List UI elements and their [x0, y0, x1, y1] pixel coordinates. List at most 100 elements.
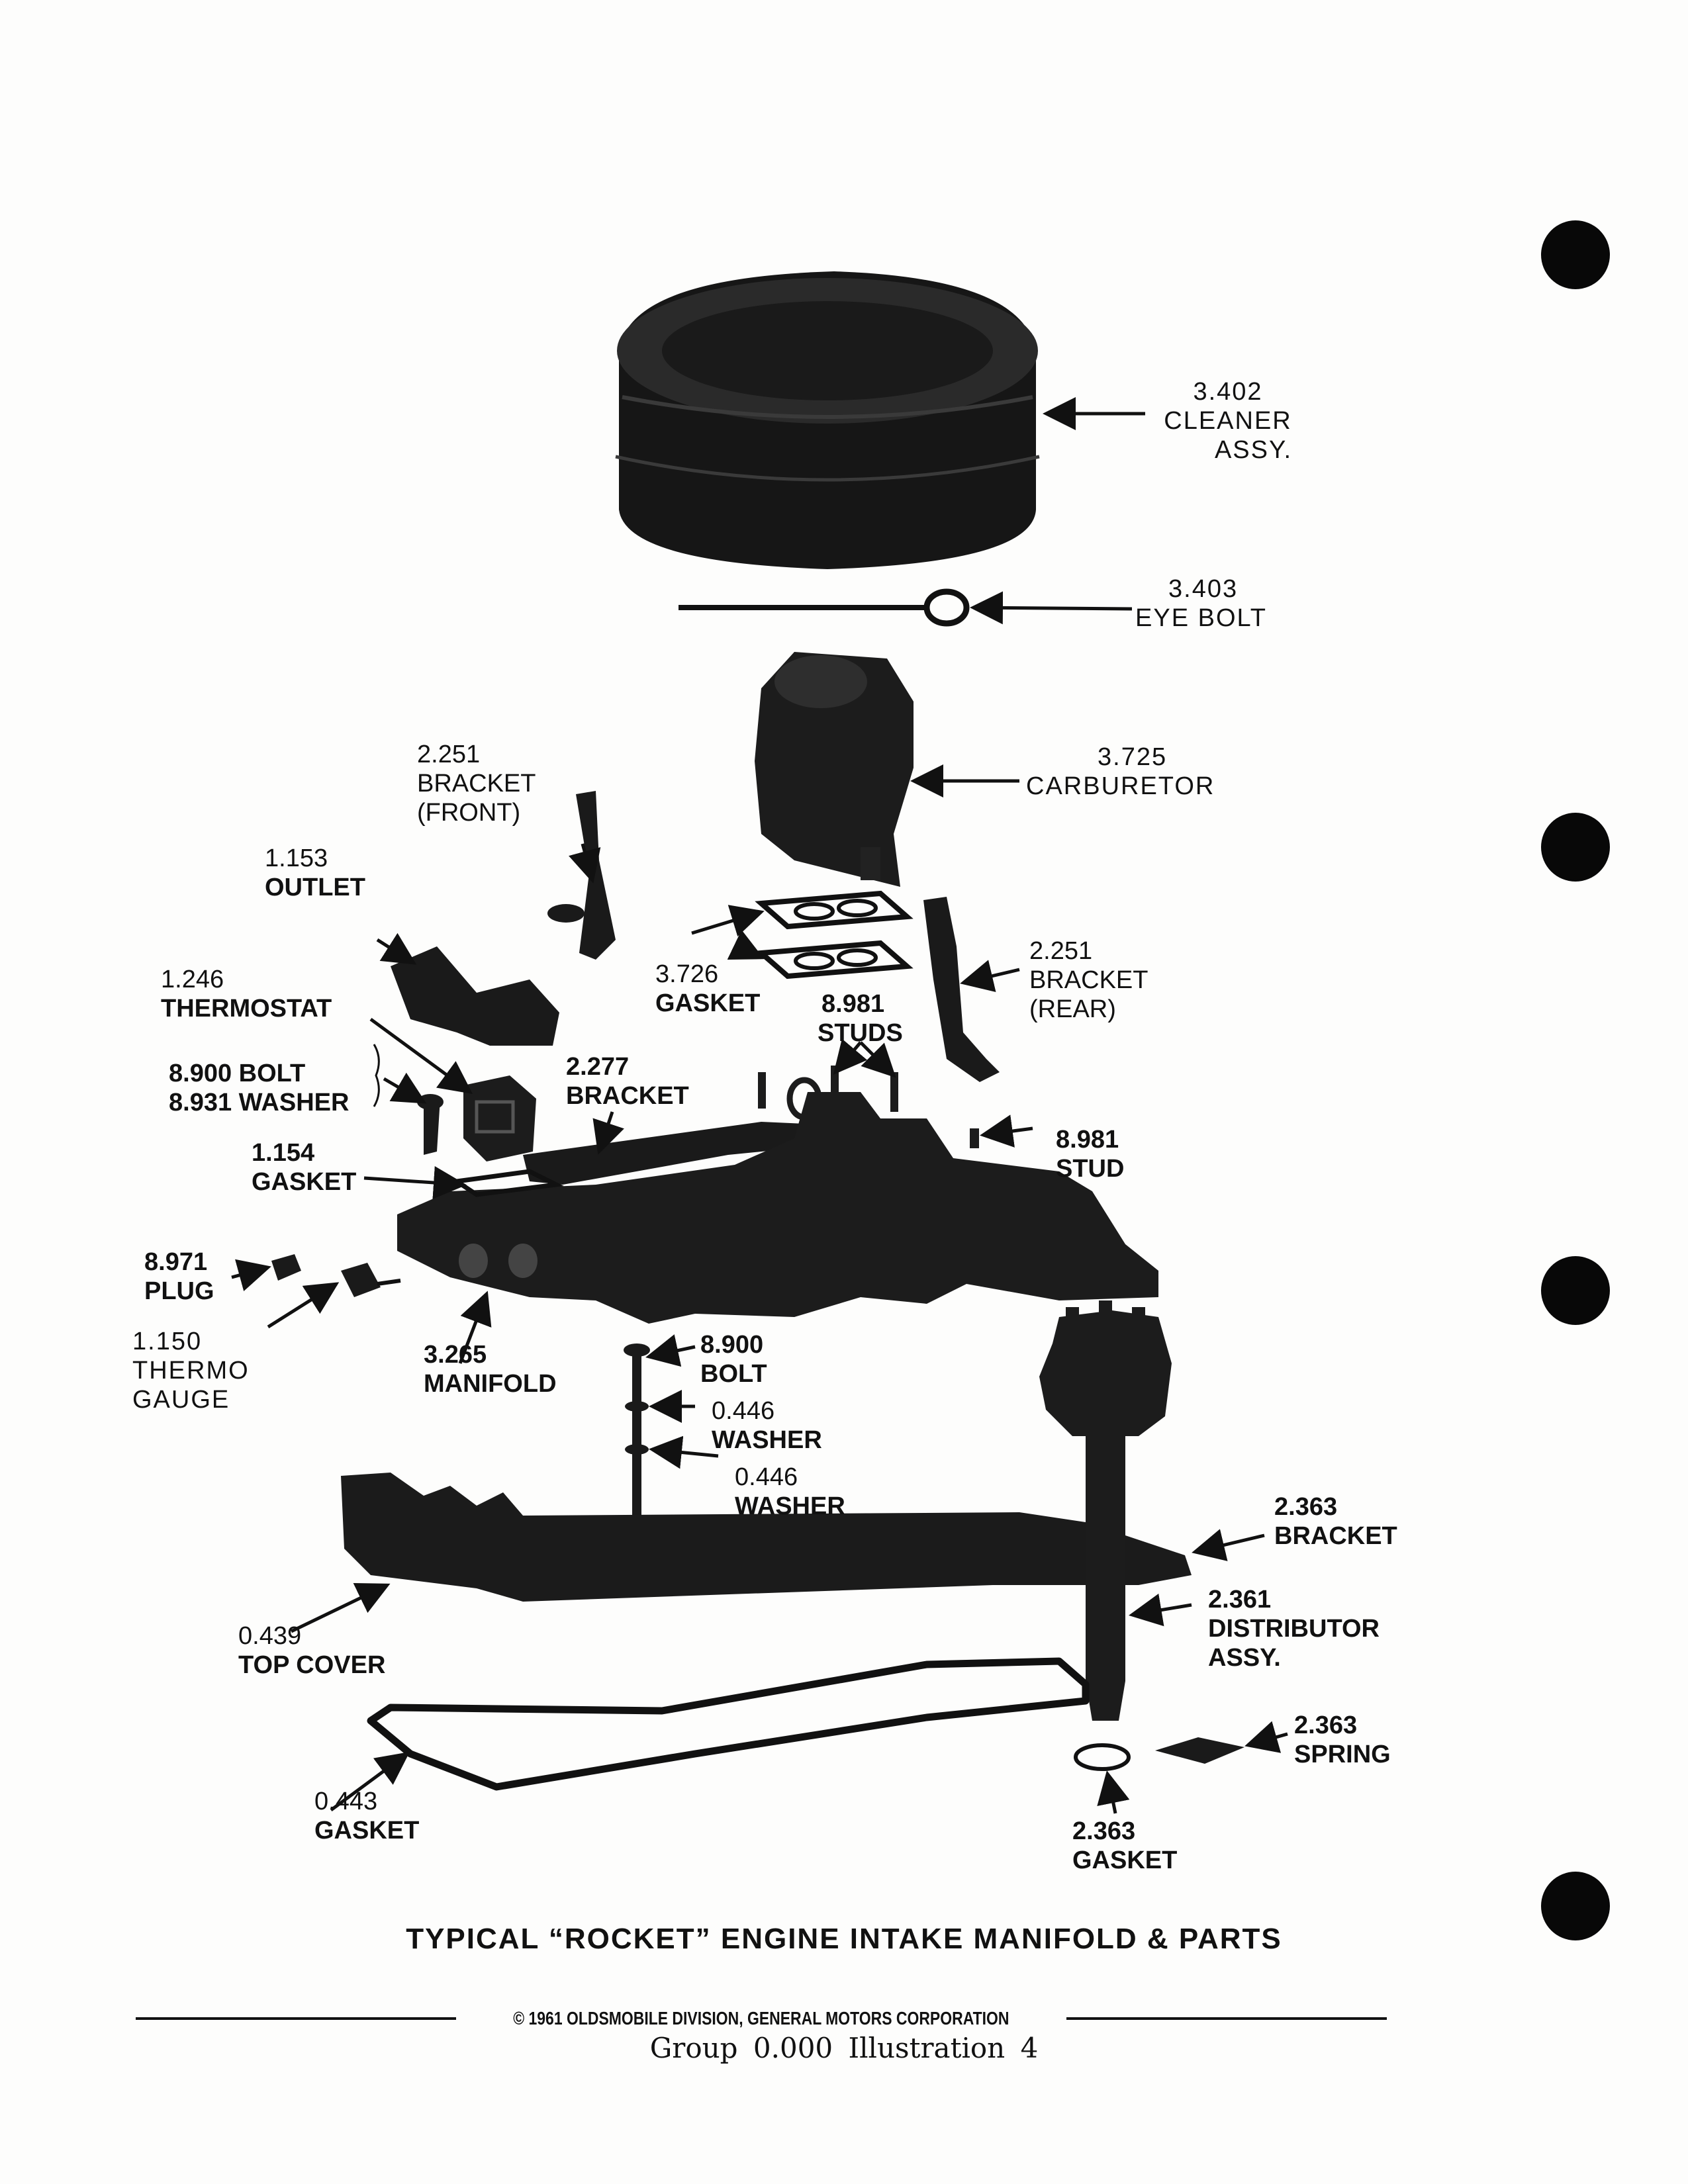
- part-number: 8.981: [821, 990, 885, 1018]
- group-value: 0.000: [753, 2032, 833, 2064]
- part-number: 2.363: [1274, 1493, 1338, 1521]
- spring-part: [1155, 1737, 1244, 1764]
- part-number: 2.251: [1029, 937, 1093, 965]
- part-name: ASSY.: [1208, 1644, 1281, 1672]
- illustration-value: 4: [1020, 2032, 1039, 2064]
- intake-manifold-part: [397, 1066, 1158, 1324]
- air-cleaner-part: [615, 271, 1040, 569]
- label-bolt-washer: 8.900 BOLT 8.931 WASHER: [169, 1059, 349, 1117]
- group-illustration-reference: Group 0.000 Illustration 4: [0, 2032, 1688, 2064]
- label-stud: 8.981 STUD: [1056, 1125, 1124, 1183]
- label-washer-1: 0.446 WASHER: [712, 1396, 822, 1455]
- binder-hole-punch: [1541, 1872, 1610, 1940]
- part-name: BRACKET: [1029, 966, 1149, 994]
- binder-hole-punch: [1541, 220, 1610, 289]
- bolt-washer-part: [424, 1099, 440, 1155]
- label-distributor-gasket: 2.363 GASKET: [1072, 1817, 1177, 1875]
- part-name: (FRONT): [417, 799, 521, 827]
- part-number: 0.443: [314, 1788, 378, 1815]
- group-label: Group: [649, 2032, 738, 2064]
- label-outlet-gasket: 1.154 GASKET: [252, 1138, 356, 1197]
- distributor-gasket-part: [1074, 1743, 1131, 1771]
- part-name: BRACKET: [1274, 1522, 1397, 1550]
- part-name: GAUGE: [132, 1386, 230, 1414]
- label-washer-2: 0.446 WASHER: [735, 1463, 845, 1521]
- part-number: 2.361: [1208, 1586, 1272, 1614]
- label-distributor-bracket: 2.363 BRACKET: [1274, 1492, 1397, 1551]
- label-eye-bolt: 3.403 EYE BOLT: [1135, 574, 1267, 633]
- part-name: OUTLET: [265, 874, 365, 901]
- part-number: 0.439: [238, 1622, 302, 1650]
- label-manifold: 3.265 MANIFOLD: [424, 1340, 557, 1398]
- part-number: 1.154: [252, 1139, 315, 1167]
- distributor-bolt-part: [624, 1343, 650, 1525]
- carburetor-gasket-part: [755, 890, 914, 979]
- illustration-label: Illustration: [848, 2032, 1006, 2064]
- part-number: 0.446: [735, 1463, 798, 1491]
- part-name: THERMO: [132, 1357, 250, 1385]
- part-number: 3.725: [1098, 743, 1168, 771]
- leader-arrows: [231, 397, 1288, 1814]
- part-name: GASKET: [252, 1168, 357, 1196]
- front-bracket-part: [547, 904, 585, 923]
- label-outlet: 1.153 OUTLET: [265, 844, 365, 902]
- label-thermo-gauge: 1.150 THERMO GAUGE: [132, 1327, 250, 1414]
- label-bracket-277: 2.277 BRACKET: [566, 1052, 689, 1111]
- part-name: THERMOSTAT: [161, 995, 332, 1023]
- label-distributor: 2.361 DISTRIBUTOR ASSY.: [1208, 1585, 1380, 1672]
- part-number: 3.403: [1168, 575, 1239, 603]
- part-number: 1.150: [132, 1328, 203, 1355]
- part-name: CLEANER: [1164, 407, 1292, 435]
- part-number: 2.363: [1294, 1711, 1358, 1739]
- plug-part: [271, 1254, 301, 1281]
- illustration-caption: TYPICAL “ROCKET” ENGINE INTAKE MANIFOLD …: [406, 1923, 1282, 1955]
- eye-bolt-part: [679, 588, 970, 627]
- part-name: (REAR): [1029, 995, 1116, 1023]
- distributor-part: [1039, 1300, 1172, 1721]
- rear-bracket-part: [923, 897, 1000, 1082]
- label-bolt: 8.900 BOLT: [700, 1330, 767, 1388]
- rule-right: [1066, 2017, 1387, 2020]
- label-carb-gasket: 3.726 GASKET: [655, 960, 760, 1018]
- label-thermostat: 1.246 THERMOSTAT: [161, 965, 332, 1023]
- rule-left: [136, 2017, 457, 2020]
- top-cover-gasket-part: [367, 1657, 1090, 1791]
- part-number: 1.246: [161, 966, 224, 993]
- label-plug: 8.971 PLUG: [144, 1248, 214, 1306]
- label-bracket-rear: 2.251 BRACKET (REAR): [1029, 936, 1148, 1024]
- label-carburetor: 3.725 CARBURETOR: [1026, 743, 1215, 801]
- part-name: GASKET: [314, 1817, 420, 1844]
- part-name: GASKET: [1072, 1846, 1178, 1874]
- part-name: STUD: [1056, 1155, 1125, 1183]
- part-name: GASKET: [655, 989, 761, 1017]
- part-name: TOP COVER: [238, 1651, 386, 1679]
- part-name: DISTRIBUTOR: [1208, 1615, 1380, 1643]
- copyright-line: © 1961 OLDSMOBILE DIVISION, GENERAL MOTO…: [136, 2005, 1387, 2032]
- part-name: BRACKET: [566, 1082, 689, 1110]
- outlet-part: [391, 946, 559, 1046]
- label-studs: 8.981 STUDS: [818, 989, 903, 1048]
- part-number: 3.265: [424, 1341, 487, 1369]
- front-bracket-part: [576, 791, 616, 960]
- label-cleaner-assy: 3.402 CLEANER ASSY.: [1152, 377, 1304, 465]
- thermostat-part: [463, 1075, 536, 1161]
- part-number: 2.363: [1072, 1817, 1136, 1845]
- thermo-gauge-part: [341, 1263, 401, 1297]
- part-name: WASHER: [712, 1426, 822, 1454]
- part-number: 8.971: [144, 1248, 208, 1276]
- part-number: 2.251: [417, 741, 481, 768]
- part-name: SPRING: [1294, 1741, 1391, 1768]
- part-number: 3.402: [1193, 378, 1263, 406]
- part-name: STUDS: [818, 1019, 903, 1047]
- part-name: CARBURETOR: [1026, 772, 1215, 800]
- part-name: EYE BOLT: [1135, 604, 1268, 632]
- part-name: MANIFOLD: [424, 1370, 557, 1398]
- label-spring: 2.363 SPRING: [1294, 1711, 1391, 1769]
- label-bracket-front: 2.251 BRACKET (FRONT): [417, 740, 536, 827]
- label-cover-gasket: 0.443 GASKET: [314, 1787, 419, 1845]
- copyright-notice: © 1961 OLDSMOBILE DIVISION, GENERAL MOTO…: [513, 2008, 1009, 2028]
- binder-hole-punch: [1541, 1256, 1610, 1325]
- manifold-gasket-part: [450, 1169, 564, 1197]
